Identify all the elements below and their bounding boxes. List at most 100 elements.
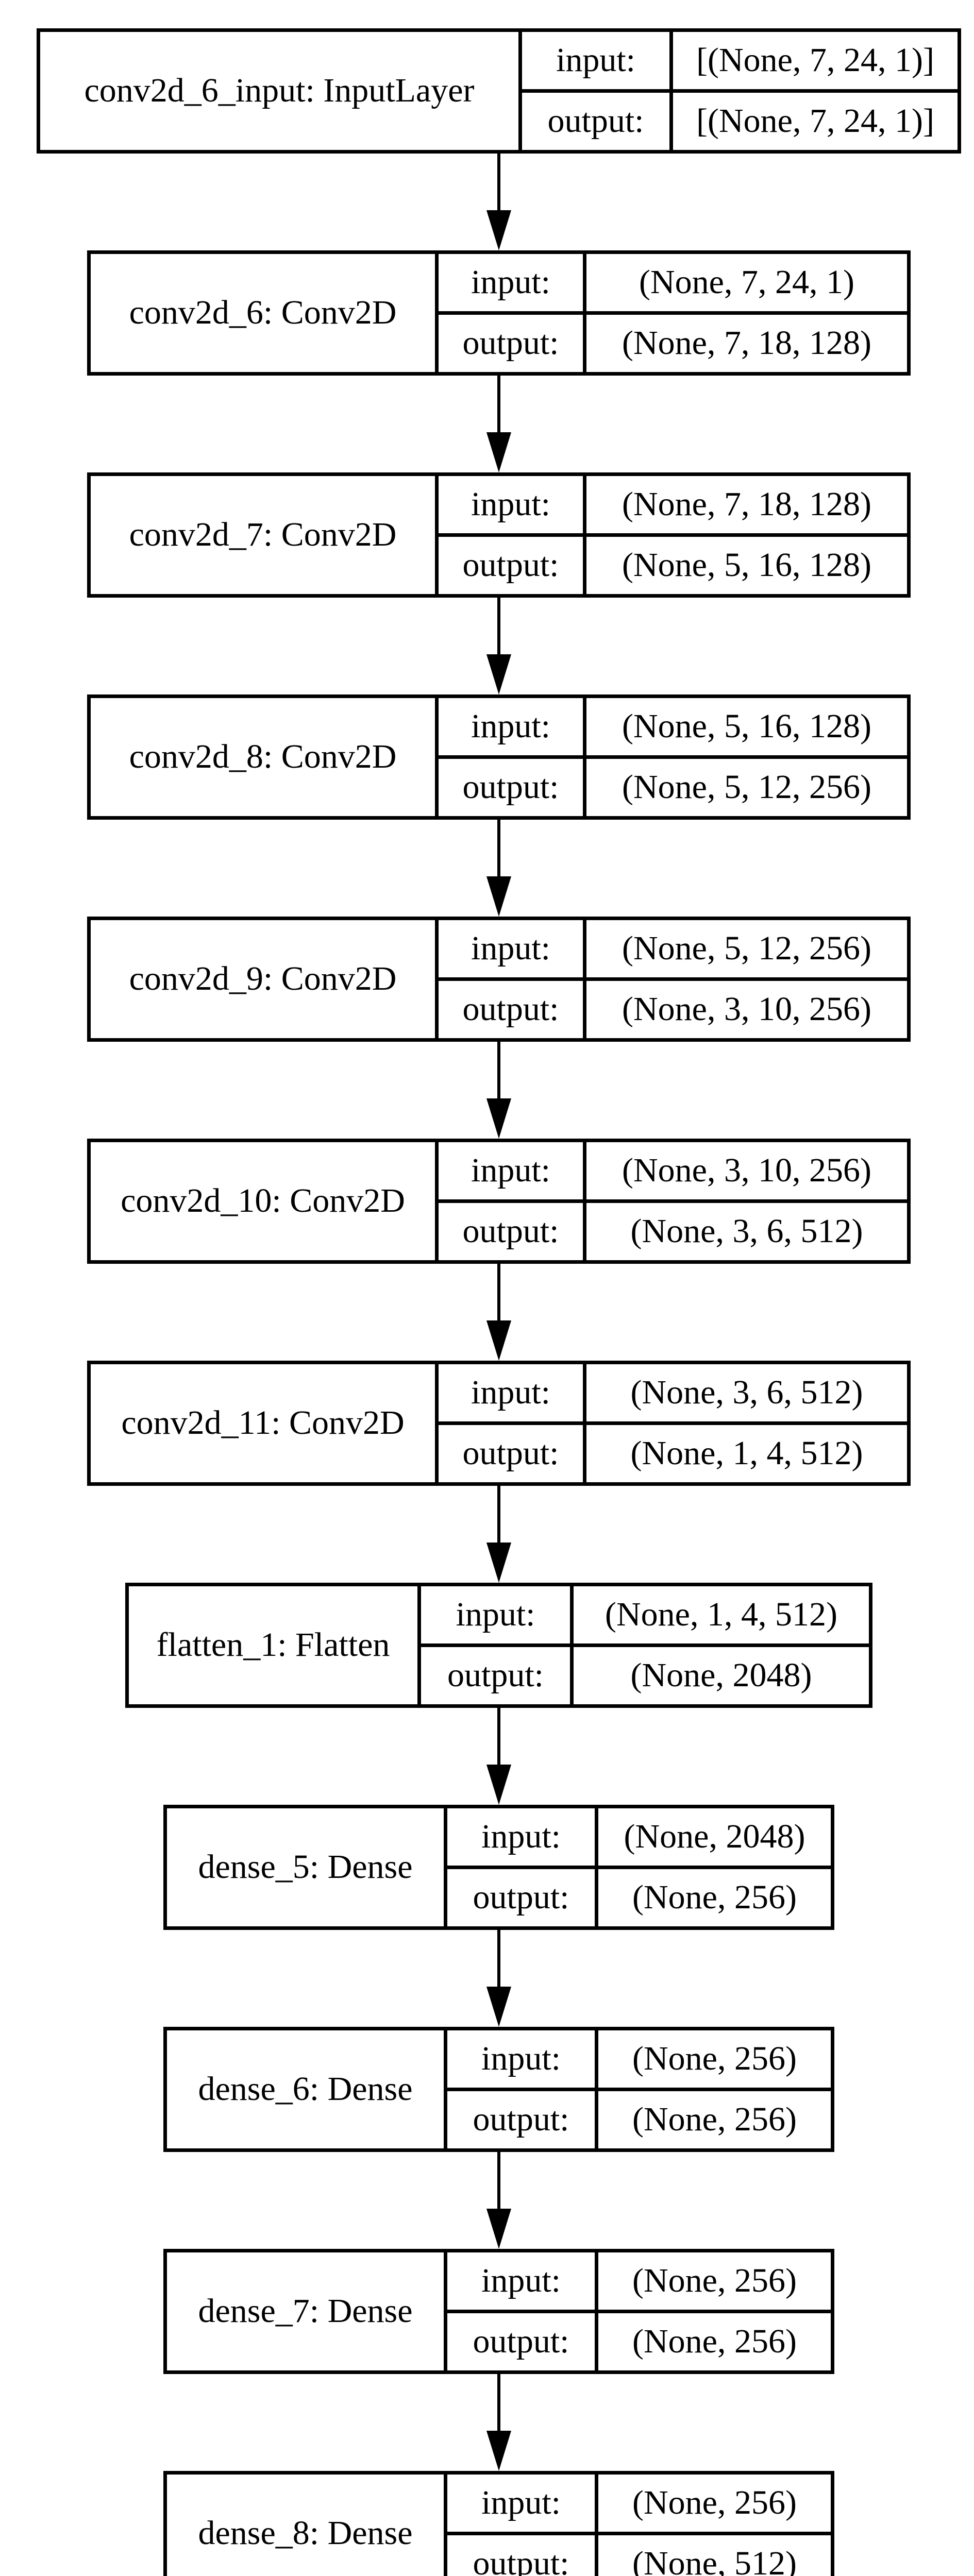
shape-column: [(None, 7, 24, 1)] [(None, 7, 24, 1)] <box>673 32 958 150</box>
input-label: input: <box>447 2252 595 2313</box>
output-shape: (None, 3, 10, 256) <box>622 990 871 1028</box>
shape-column: (None, 7, 18, 128) (None, 5, 16, 128) <box>586 476 907 594</box>
layer-node: conv2d_10: Conv2D input: output: (None, … <box>87 1139 911 1264</box>
input-shape: (None, 1, 4, 512) <box>574 1586 869 1647</box>
output-label: output: <box>473 2545 569 2576</box>
output-shape: (None, 5, 16, 128) <box>622 546 871 584</box>
io-label-column: input: output: <box>439 698 586 816</box>
shape-column: (None, 3, 10, 256) (None, 3, 6, 512) <box>586 1142 907 1260</box>
output-shape: (None, 2048) <box>630 1656 812 1694</box>
io-label-column: input: output: <box>439 476 586 594</box>
layer-name: conv2d_11: Conv2D <box>91 1364 439 1482</box>
input-shape: (None, 3, 10, 256) <box>586 1142 907 1203</box>
flow-arrow <box>486 1708 511 1805</box>
layer-node: conv2d_6_input: InputLayer input: output… <box>37 28 961 154</box>
input-label: input: <box>439 1364 583 1425</box>
flow-arrow <box>486 376 511 472</box>
layer-node: conv2d_11: Conv2D input: output: (None, … <box>87 1361 911 1486</box>
arrowhead-icon <box>486 1098 511 1139</box>
arrow-shaft <box>497 1930 500 1987</box>
input-shape: (None, 256) <box>598 2475 831 2535</box>
arrow-shaft <box>497 1042 500 1098</box>
input-shape: (None, 7, 18, 128) <box>586 476 907 537</box>
arrow-shaft <box>497 598 500 654</box>
output-shape: (None, 5, 12, 256) <box>622 768 871 806</box>
input-label: input: <box>439 698 583 759</box>
input-shape: (None, 256) <box>598 2252 831 2313</box>
shape-column: (None, 5, 12, 256) (None, 3, 10, 256) <box>586 920 907 1038</box>
layer-node: conv2d_8: Conv2D input: output: (None, 5… <box>87 694 911 820</box>
arrow-shaft <box>497 1486 500 1543</box>
output-label: output: <box>473 2100 569 2139</box>
layer-name: conv2d_7: Conv2D <box>91 476 439 594</box>
output-label: output: <box>462 1212 559 1250</box>
shape-column: (None, 2048) (None, 256) <box>598 1808 831 1926</box>
io-label-column: input: output: <box>421 1586 574 1704</box>
arrowhead-icon <box>486 1765 511 1805</box>
input-label: input: <box>522 32 669 93</box>
output-shape: (None, 3, 6, 512) <box>630 1212 863 1250</box>
input-label: input: <box>439 1142 583 1203</box>
arrowhead-icon <box>486 654 511 694</box>
flow-arrow <box>486 2152 511 2249</box>
layer-name: dense_5: Dense <box>167 1808 447 1926</box>
flow-arrow <box>486 1486 511 1583</box>
output-shape: (None, 256) <box>632 2100 797 2139</box>
output-label: output: <box>462 990 559 1028</box>
flow-arrow <box>486 820 511 917</box>
input-label: input: <box>447 2030 595 2091</box>
io-label-column: input: output: <box>439 1142 586 1260</box>
io-label-column: input: output: <box>447 2475 598 2576</box>
shape-column: (None, 1, 4, 512) (None, 2048) <box>574 1586 869 1704</box>
layer-node: dense_7: Dense input: output: (None, 256… <box>163 2249 834 2374</box>
arrow-shaft <box>497 820 500 876</box>
io-label-column: input: output: <box>522 32 673 150</box>
arrowhead-icon <box>486 2209 511 2249</box>
arrowhead-icon <box>486 2431 511 2471</box>
flow-arrow <box>486 598 511 694</box>
output-label: output: <box>547 102 644 140</box>
arrow-shaft <box>497 154 500 210</box>
output-label: output: <box>462 546 559 584</box>
layer-node: conv2d_6: Conv2D input: output: (None, 7… <box>87 250 911 376</box>
flow-arrow <box>486 1042 511 1139</box>
arrowhead-icon <box>486 876 511 917</box>
layer-flow: conv2d_6_input: InputLayer input: output… <box>12 28 974 2576</box>
output-shape: (None, 256) <box>632 2323 797 2361</box>
layer-name: conv2d_8: Conv2D <box>91 698 439 816</box>
layer-name: dense_7: Dense <box>167 2252 447 2370</box>
output-shape: (None, 1, 4, 512) <box>630 1434 863 1472</box>
layer-name: conv2d_6: Conv2D <box>91 254 439 372</box>
input-label: input: <box>447 2475 595 2535</box>
flow-arrow <box>486 1264 511 1361</box>
input-label: input: <box>439 254 583 315</box>
input-label: input: <box>439 476 583 537</box>
output-label: output: <box>447 1656 544 1694</box>
layer-node: flatten_1: Flatten input: output: (None,… <box>125 1583 872 1708</box>
output-label: output: <box>462 324 559 362</box>
shape-column: (None, 256) (None, 256) <box>598 2030 831 2148</box>
layer-node: dense_8: Dense input: output: (None, 256… <box>163 2471 834 2576</box>
arrowhead-icon <box>486 1543 511 1583</box>
io-label-column: input: output: <box>447 2030 598 2148</box>
input-shape: [(None, 7, 24, 1)] <box>673 32 958 93</box>
input-shape: (None, 5, 12, 256) <box>586 920 907 981</box>
input-shape: (None, 2048) <box>598 1808 831 1869</box>
output-label: output: <box>462 768 559 806</box>
shape-column: (None, 256) (None, 256) <box>598 2252 831 2370</box>
arrow-shaft <box>497 376 500 432</box>
output-label: output: <box>473 1878 569 1917</box>
input-label: input: <box>421 1586 570 1647</box>
arrowhead-icon <box>486 1320 511 1361</box>
output-label: output: <box>462 1434 559 1472</box>
layer-name: conv2d_9: Conv2D <box>91 920 439 1038</box>
arrowhead-icon <box>486 1987 511 2027</box>
layer-name: flatten_1: Flatten <box>129 1586 421 1704</box>
layer-name: conv2d_10: Conv2D <box>91 1142 439 1260</box>
input-shape: (None, 5, 16, 128) <box>586 698 907 759</box>
io-label-column: input: output: <box>439 1364 586 1482</box>
shape-column: (None, 3, 6, 512) (None, 1, 4, 512) <box>586 1364 907 1482</box>
output-shape: (None, 512) <box>632 2545 797 2576</box>
output-shape: [(None, 7, 24, 1)] <box>696 102 934 140</box>
